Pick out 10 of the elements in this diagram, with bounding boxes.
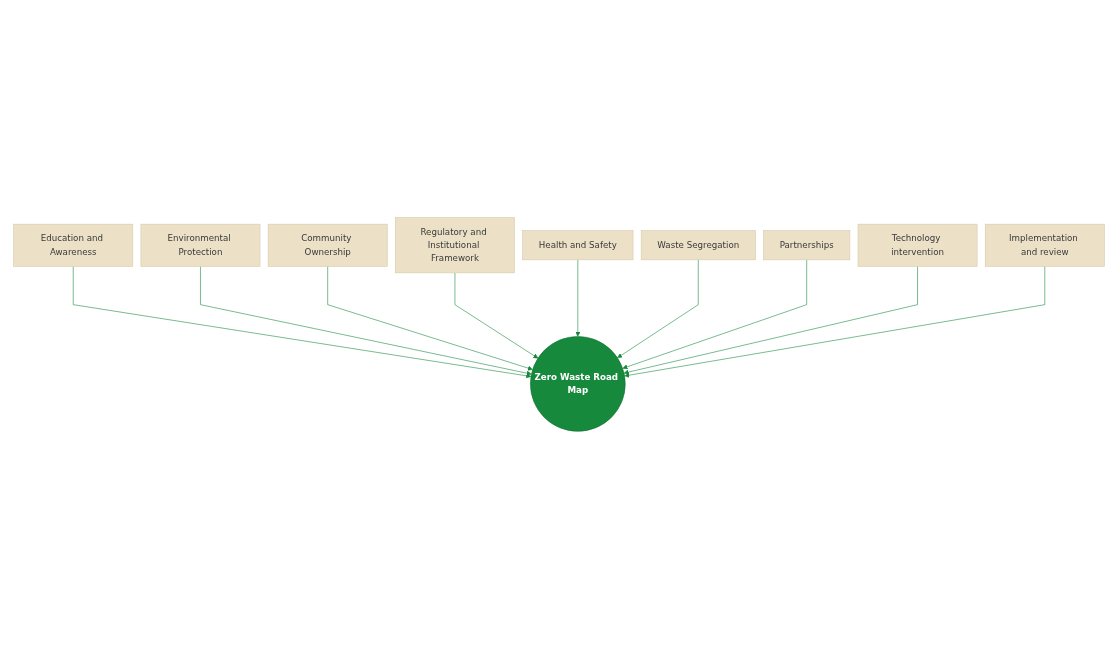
node-box: Regulatory and Institutional Framework [394,216,515,273]
node-box: Health and Safety [521,229,633,260]
node-box: Partnerships [762,229,850,260]
node-box: Implementation and review [984,223,1105,267]
node-box: Waste Segregation [640,229,756,260]
node-box: Technology intervention [857,223,977,267]
node-box: Community Ownership [267,223,388,267]
node-box: Education and Awareness [12,223,133,267]
node-circle: Zero Waste Road Map [529,335,626,432]
node-box: Environmental Protection [140,223,260,267]
